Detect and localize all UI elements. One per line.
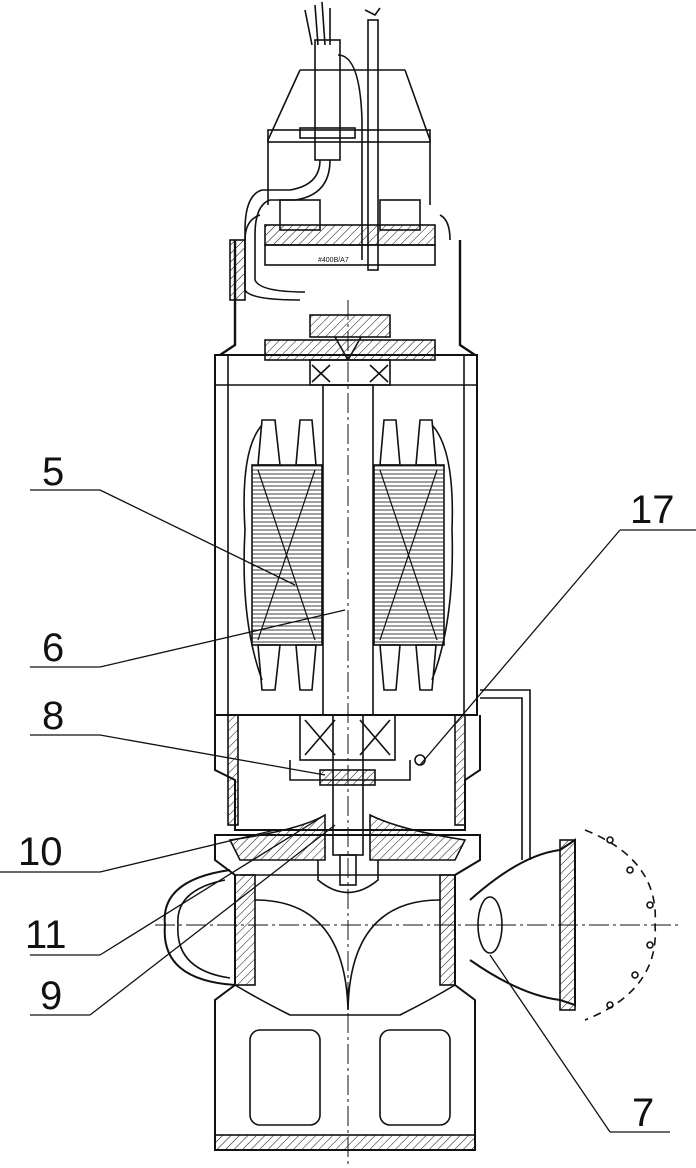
label-10: 10 xyxy=(18,832,63,872)
label-9: 9 xyxy=(40,976,62,1016)
side-pipe xyxy=(480,690,530,860)
label-17: 17 xyxy=(630,490,675,530)
label-5: 5 xyxy=(42,452,64,492)
label-7: 7 xyxy=(632,1093,654,1133)
label-6: 6 xyxy=(42,628,64,668)
junction-box: #400B/A7 xyxy=(265,70,435,265)
plate-marking: #400B/A7 xyxy=(318,257,349,264)
label-8: 8 xyxy=(42,696,64,736)
label-11: 11 xyxy=(25,915,67,955)
